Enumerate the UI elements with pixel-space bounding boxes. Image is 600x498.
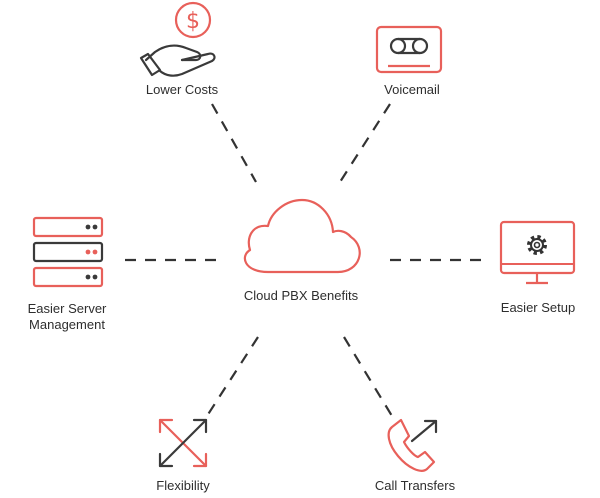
call-transfers-label: Call Transfers (374, 478, 456, 493)
server-stack-icon (32, 216, 104, 288)
flexibility-label: Flexibility (156, 478, 210, 493)
voicemail-icon (375, 25, 443, 74)
center-label: Cloud PBX Benefits (243, 288, 359, 303)
connector-call-transfers (343, 336, 393, 417)
connector-flexibility (206, 336, 259, 417)
monitor-gear-icon (499, 220, 576, 285)
connector-lower-costs (211, 103, 257, 183)
voicemail-label: Voicemail (384, 82, 440, 97)
hand-dollar-icon: $ (139, 1, 216, 77)
cloud-icon (243, 198, 361, 274)
connector-voicemail (339, 103, 391, 183)
phone-transfer-icon (387, 418, 438, 472)
lower-costs-label: Lower Costs (145, 82, 219, 97)
server-management-label-line-2: Management (29, 317, 105, 332)
expand-arrows-icon (158, 418, 208, 468)
easier-setup-label: Easier Setup (500, 300, 576, 315)
server-management-label-line-1: Easier Server (27, 301, 107, 316)
svg-text:$: $ (186, 9, 200, 34)
server-management-label: Easier Server Management (12, 301, 122, 333)
